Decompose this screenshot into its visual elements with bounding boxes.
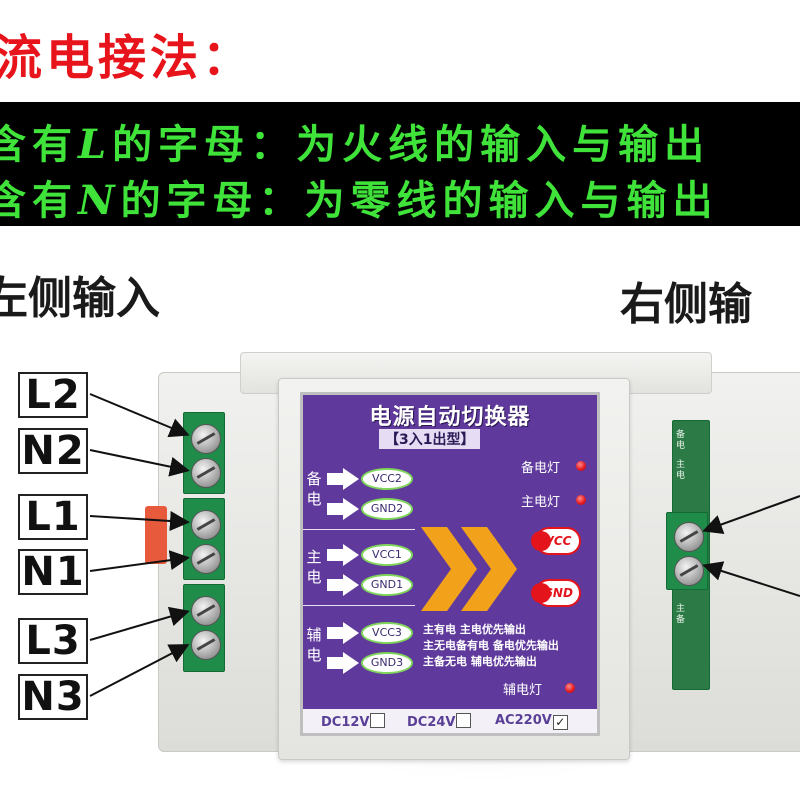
right-arrow-icon xyxy=(343,652,359,674)
aux-group-label: 辅电 xyxy=(306,626,322,664)
pin-vcc1: VCC1 xyxy=(361,544,413,566)
pin-vcc3: VCC3 xyxy=(361,622,413,644)
pin-vcc2: VCC2 xyxy=(361,468,413,490)
arrow-shaft xyxy=(327,503,343,515)
pin-gnd3: GND3 xyxy=(361,652,413,674)
badge-dot xyxy=(531,531,551,551)
vcc-output-badge: VCC xyxy=(531,527,581,555)
device-label-panel: 电源自动切换器 【3入1出型】 备电灯 主电灯 备电 VCC2 GND2 主电 … xyxy=(300,392,600,736)
voltage-dc12v[interactable]: DC12V xyxy=(321,713,386,730)
right-arrow-icon xyxy=(343,468,359,490)
checkbox-dc24v[interactable] xyxy=(456,713,472,728)
screw-n3[interactable] xyxy=(191,630,221,660)
right-arrow-icon xyxy=(343,544,359,566)
mode-line-2: 主无电备有电 备电优先输出 xyxy=(423,639,559,652)
arrow-shaft xyxy=(327,473,343,485)
board-print-2: 主电 xyxy=(676,460,686,481)
mode-line-1: 主有电 主电优先输出 xyxy=(423,623,526,636)
label-n3: N3 xyxy=(18,674,88,720)
voltage-dc24v[interactable]: DC24V xyxy=(407,713,472,730)
voltage-selector-strip xyxy=(303,709,597,733)
arrow-shaft xyxy=(327,549,343,561)
label-l3: L3 xyxy=(18,618,88,664)
label-l2: L2 xyxy=(18,372,88,418)
aux-led xyxy=(565,683,575,693)
backup-led xyxy=(576,461,586,471)
main-led xyxy=(576,495,586,505)
left-input-title: 左侧输入 xyxy=(0,273,160,324)
screw-l2[interactable] xyxy=(191,424,221,454)
screw-output-l[interactable] xyxy=(674,522,704,552)
right-arrow-icon xyxy=(343,574,359,596)
pin-gnd2: GND2 xyxy=(361,498,413,520)
aux-led-label: 辅电灯 xyxy=(503,683,543,698)
panel-title: 电源自动切换器 xyxy=(369,405,531,430)
label-n1: N1 xyxy=(18,549,88,595)
panel-subtitle: 【3入1出型】 xyxy=(379,429,481,449)
main-led-label: 主电灯 xyxy=(521,495,561,510)
board-print-3: 主备 xyxy=(676,604,686,625)
screw-n2[interactable] xyxy=(191,458,221,488)
label-l1: L1 xyxy=(18,494,88,540)
arrow-shaft xyxy=(327,627,343,639)
right-arrow-icon xyxy=(343,622,359,644)
pin-gnd1: GND1 xyxy=(361,574,413,596)
mode-line-3: 主备无电 辅电优先输出 xyxy=(423,655,537,668)
heading-title: 流电接法： xyxy=(0,30,255,86)
instruction-band: 含有L的字母：为火线的输入与输出 含有N的字母：为零线的输入与输出 xyxy=(0,102,800,226)
divider xyxy=(303,605,415,606)
label-n2: N2 xyxy=(18,428,88,474)
screw-output-n[interactable] xyxy=(674,556,704,586)
din-rail-clip xyxy=(145,506,167,564)
main-group-label: 主电 xyxy=(306,548,322,586)
screw-l1[interactable] xyxy=(191,510,221,540)
right-output-title: 右侧输 xyxy=(620,279,752,330)
checkbox-dc12v[interactable] xyxy=(370,713,386,728)
arrow-shaft xyxy=(327,657,343,669)
screw-n1[interactable] xyxy=(191,544,221,574)
badge-dot xyxy=(531,583,551,603)
gnd-output-badge: GND xyxy=(531,579,581,607)
right-arrow-icon xyxy=(343,498,359,520)
double-chevron-icon xyxy=(421,527,517,611)
backup-group-label: 备电 xyxy=(306,470,322,508)
voltage-ac220v[interactable]: AC220V✓ xyxy=(495,713,568,730)
neutral-wire-note: 含有N的字母：为零线的输入与输出 xyxy=(0,177,719,224)
screw-l3[interactable] xyxy=(191,596,221,626)
arrow-shaft xyxy=(327,579,343,591)
backup-led-label: 备电灯 xyxy=(521,461,561,476)
checkbox-ac220v[interactable]: ✓ xyxy=(552,715,568,730)
divider xyxy=(303,529,415,530)
board-print-1: 备电 xyxy=(676,430,686,451)
live-wire-note: 含有L的字母：为火线的输入与输出 xyxy=(0,121,711,168)
